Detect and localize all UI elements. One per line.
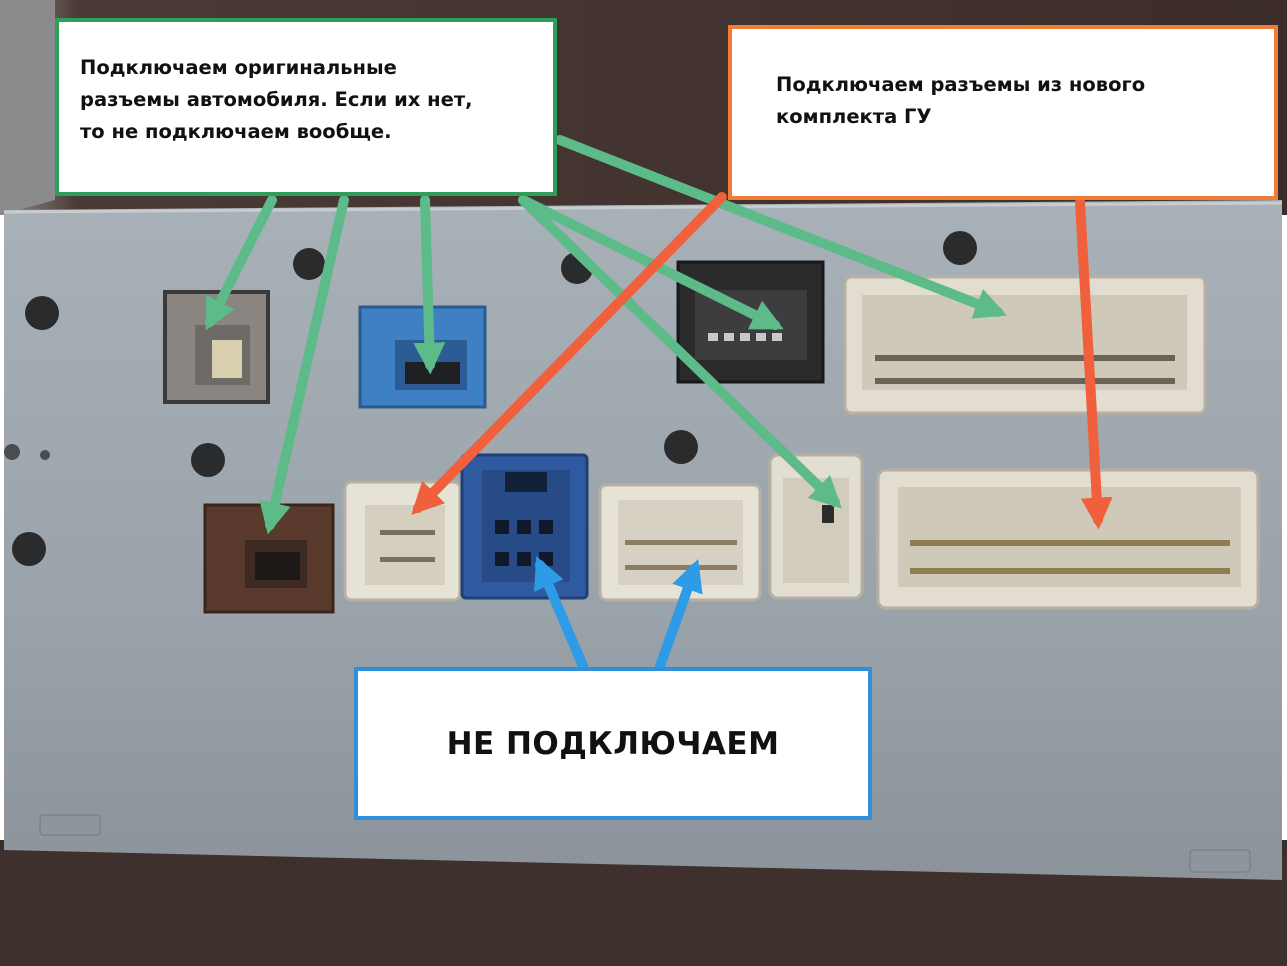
orange-arrow (1075, 197, 1113, 530)
screw (12, 532, 46, 566)
connector-white-small (343, 480, 462, 602)
connector-white-narrow (768, 453, 864, 600)
orange-arrows (411, 192, 1113, 530)
callout-line: разъемы автомобиля. Если их нет, (80, 88, 473, 111)
callout-line: комплекта ГУ (776, 105, 932, 128)
connector-black (676, 260, 825, 384)
blue-arrows (534, 556, 703, 671)
callout-new-kit-connectors: Подключаем разъемы из нового комплекта Г… (728, 25, 1278, 200)
connector-white-large-top (843, 275, 1207, 415)
green-arrow (518, 195, 842, 509)
callout-line: Подключаем оригинальные (80, 56, 397, 79)
screws (4, 231, 977, 566)
green-arrow (555, 135, 1007, 319)
callout-line: то не подключаем вообще. (80, 120, 392, 143)
connector-blue (358, 305, 487, 409)
callout-line: Подключаем разъемы из нового (776, 73, 1146, 96)
screw (191, 443, 225, 477)
callout-not-connected: НЕ ПОДКЛЮЧАЕМ (354, 667, 872, 820)
green-arrow (518, 195, 784, 330)
green-arrow (259, 195, 349, 535)
blue-arrow (655, 558, 703, 671)
connector-white-medium (598, 483, 762, 602)
connector-white-large-bottom (876, 468, 1260, 610)
callout-text: НЕ ПОДКЛЮЧАЕМ (446, 725, 780, 762)
screw (40, 450, 50, 460)
screw (293, 248, 325, 280)
callout-original-connectors: Подключаем оригинальные разъемы автомоби… (55, 18, 557, 196)
green-arrow (413, 195, 446, 375)
orange-arrow (411, 192, 727, 515)
screw (4, 444, 20, 460)
green-arrows (205, 135, 1007, 535)
connectors (163, 260, 1260, 614)
blue-arrow (534, 556, 588, 671)
screw (664, 430, 698, 464)
connector-gray (163, 290, 270, 404)
connector-dark-blue (460, 453, 589, 600)
screw (943, 231, 977, 265)
green-arrow (205, 195, 277, 331)
screw (25, 296, 59, 330)
